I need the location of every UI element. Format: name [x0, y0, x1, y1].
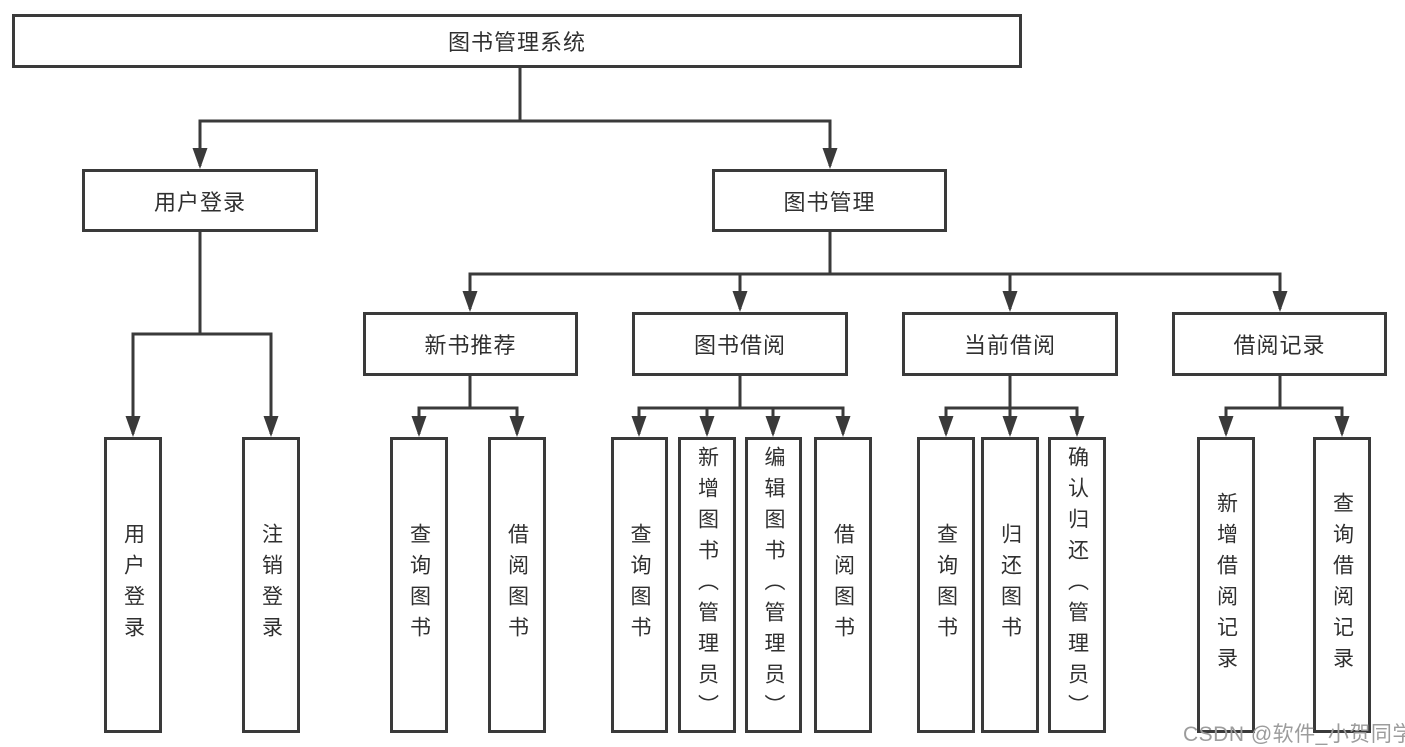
- edge-borrow-trunk: [639, 376, 843, 410]
- node-new-book-rec: 新书推荐: [363, 312, 578, 376]
- node-user-login: 用户登录: [82, 169, 318, 232]
- node-root: 图书管理系统: [12, 14, 1022, 68]
- edge-new-book-trunk: [419, 376, 517, 410]
- node-book-mgmt: 图书管理: [712, 169, 947, 232]
- edge-records-trunk: [1226, 376, 1342, 410]
- leaf-borrow-borrow-books: 借阅图书: [814, 437, 872, 733]
- leaf-newbook-borrow-books: 借阅图书: [488, 437, 546, 733]
- leaf-user-login: 用户登录: [104, 437, 162, 733]
- leaf-newbook-query-books: 查询图书: [390, 437, 448, 733]
- node-book-borrow: 图书借阅: [632, 312, 848, 376]
- leaf-current-return-books: 归还图书: [981, 437, 1039, 733]
- watermark: CSDN @软件_小贺同学: [1183, 723, 1405, 746]
- edge-current-trunk: [946, 376, 1077, 410]
- leaf-records-add-record: 新增借阅记录: [1197, 437, 1255, 733]
- leaf-logout: 注销登录: [242, 437, 300, 733]
- leaf-current-confirm-return-admin: 确认归还（管理员）: [1048, 437, 1106, 733]
- leaf-borrow-add-books-admin: 新增图书（管理员）: [678, 437, 736, 733]
- edge-root-trunk: [200, 66, 830, 123]
- node-current-borrow: 当前借阅: [902, 312, 1118, 376]
- node-borrow-records: 借阅记录: [1172, 312, 1387, 376]
- leaf-current-query-books: 查询图书: [917, 437, 975, 733]
- leaf-borrow-query-books: 查询图书: [611, 437, 668, 733]
- leaf-records-query-record: 查询借阅记录: [1313, 437, 1371, 733]
- leaf-borrow-edit-books-admin: 编辑图书（管理员）: [745, 437, 802, 733]
- edge-book-mgmt-trunk: [470, 232, 1280, 276]
- edge-user-login-trunk: [133, 232, 271, 336]
